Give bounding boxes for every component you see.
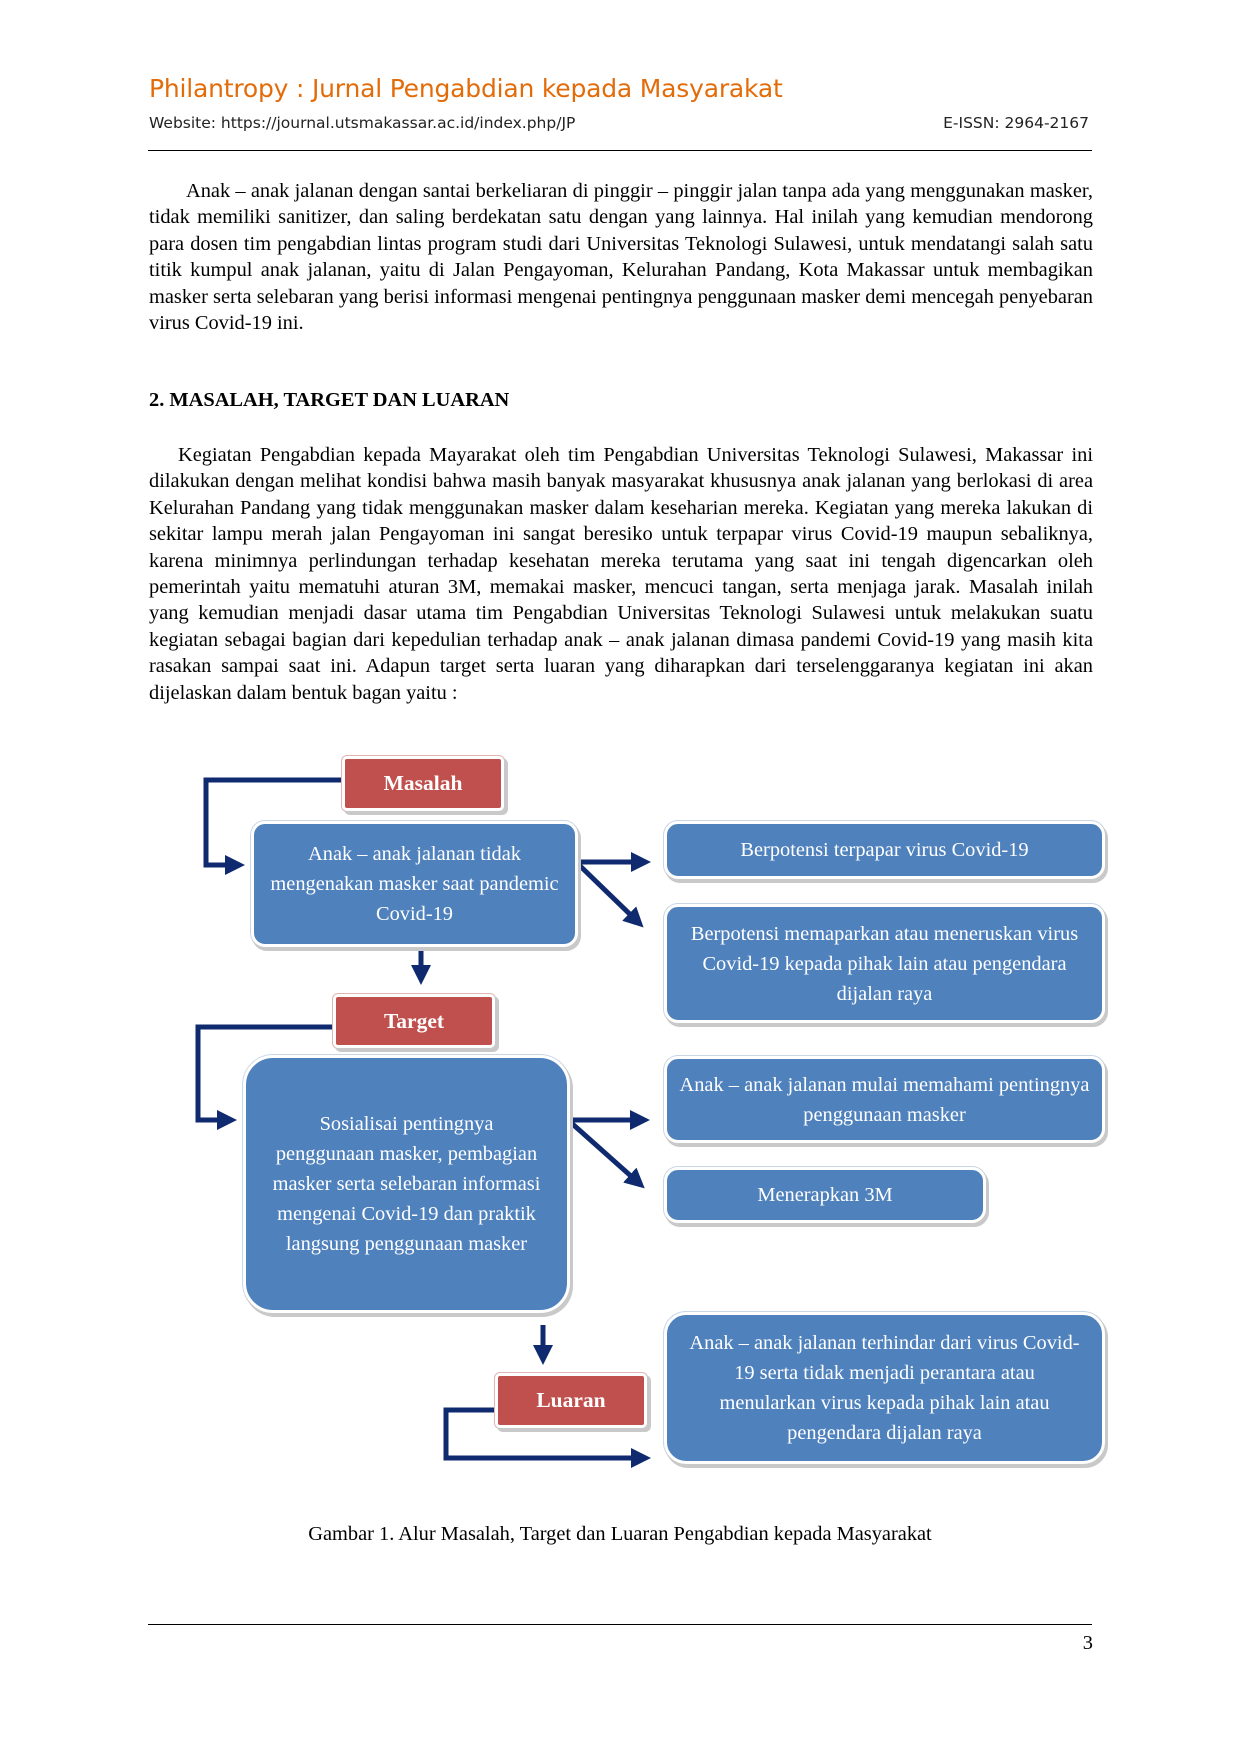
arrow-to-effect-2 — [574, 860, 644, 928]
target-effect-2-box: Menerapkan 3M — [664, 1167, 986, 1223]
target-effect-1-box: Anak – anak jalanan mulai memahami penti… — [664, 1056, 1105, 1143]
paragraph-intro: Anak – anak jalanan dengan santai berkel… — [149, 180, 1093, 335]
page-number: 3 — [1082, 1632, 1093, 1654]
target-box: Sosialisai pentingnya penggunaan masker,… — [243, 1055, 570, 1313]
luaran-box: Anak – anak jalanan terhindar dari virus… — [664, 1312, 1105, 1464]
target-label: Target — [333, 994, 495, 1048]
figure-caption: Gambar 1. Alur Masalah, Target dan Luara… — [308, 1523, 932, 1545]
luaran-label: Luaran — [495, 1373, 647, 1428]
paragraph-problem: Kegiatan Pengabdian kepada Mayarakat ole… — [149, 444, 1093, 704]
journal-title: Philantropy : Jurnal Pengabdian kepada M… — [149, 74, 783, 103]
header-rule — [148, 150, 1092, 151]
section-heading: 2. MASALAH, TARGET DAN LUARAN — [149, 389, 510, 411]
footer-rule — [148, 1624, 1092, 1625]
masalah-effect-2-box: Berpotensi memaparkan atau meneruskan vi… — [664, 904, 1105, 1023]
masalah-effect-1-box: Berpotensi terpapar virus Covid-19 — [664, 821, 1105, 879]
journal-website: Website: https://journal.utsmakassar.ac.… — [149, 114, 576, 132]
masalah-box: Anak – anak jalanan tidak mengenakan mas… — [251, 821, 578, 947]
journal-issn: E-ISSN: 2964-2167 — [943, 114, 1089, 132]
masalah-label: Masalah — [342, 756, 504, 811]
arrow-to-target-effect-2 — [566, 1118, 645, 1189]
